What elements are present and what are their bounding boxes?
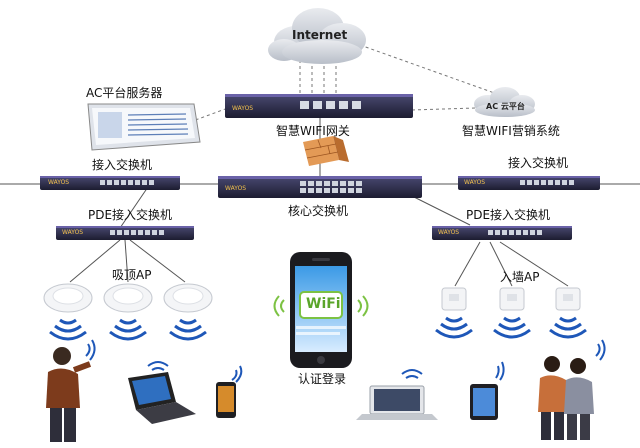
pde-ap2-link <box>124 239 129 283</box>
pde-wallap3-link <box>499 241 569 287</box>
access-switch-left-label: 接入交换机 <box>92 158 153 172</box>
pde-switch-left-device <box>56 226 194 240</box>
access-right-brand-label: WAYOS <box>464 179 486 186</box>
ceiling-ap-2 <box>103 283 153 313</box>
access-switch-right-device <box>458 176 600 190</box>
macbook-signal <box>401 369 423 379</box>
ceiling-ap-waves <box>49 318 207 341</box>
pde-ap1-link <box>69 239 121 283</box>
pde-wallap1-link <box>454 241 481 287</box>
smartphone-auth <box>273 252 369 368</box>
ac-cloud-label: AC 云平台 <box>486 102 525 111</box>
ac-cloud-platform <box>474 87 535 117</box>
mobile-phone-signal <box>231 365 243 383</box>
pde-switch-right-device <box>432 226 572 240</box>
wall-ap-label: 入墙AP <box>500 270 540 284</box>
mobile-phone-icon <box>216 382 236 418</box>
person-left-signal <box>85 339 96 361</box>
auth-login-label: 认证登录 <box>298 372 347 386</box>
pde-ap3-link <box>129 239 186 283</box>
gateway-ports <box>300 101 361 109</box>
access-left-brand-label: WAYOS <box>48 179 70 186</box>
internet-label: Internet <box>292 28 348 42</box>
ac-server-label: AC平台服务器 <box>86 86 163 100</box>
core-brand-label: WAYOS <box>225 185 246 192</box>
laptop-signal <box>147 361 169 371</box>
laptop-icon <box>128 372 196 424</box>
internet-cloud <box>268 8 366 64</box>
internet-cloud-dash <box>359 44 501 96</box>
people-with-phones-right <box>538 356 594 440</box>
tablet-icon <box>470 384 498 420</box>
wifi-gateway-label: 智慧WIFI网关 <box>276 124 350 138</box>
core-switch-device: WAYOS <box>218 176 422 198</box>
pde-wallap2-link <box>489 241 513 287</box>
wall-ap-2 <box>499 287 525 311</box>
gateway-brand-label: WAYOS <box>232 105 253 112</box>
ceiling-ap-1 <box>43 283 93 313</box>
macbook-icon <box>356 385 438 420</box>
gw-cloud-dash <box>411 107 476 111</box>
core-switch-label: 核心交换机 <box>288 204 349 218</box>
pde-switch-left-label: PDE接入交换机 <box>88 208 173 222</box>
pde-right-brand-label: WAYOS <box>438 229 460 236</box>
wifi-logo-text: WiFi <box>306 296 341 312</box>
wall-ap-1 <box>441 287 467 311</box>
ceiling-ap-label: 吸顶AP <box>112 268 152 282</box>
firewall-icon <box>303 136 349 166</box>
access-switch-left-device <box>40 176 180 190</box>
access-switch-right-label: 接入交换机 <box>508 156 569 170</box>
wifi-marketing-label: 智慧WIFI营销系统 <box>462 124 560 138</box>
pde-left-brand-label: WAYOS <box>62 229 84 236</box>
person-with-phone-left <box>46 347 92 442</box>
ac-server-monitor <box>87 103 201 151</box>
core-pde-left-link <box>119 183 151 229</box>
tablet-signal <box>495 361 505 381</box>
wall-ap-3 <box>555 287 581 311</box>
people-right-signal <box>595 339 606 361</box>
core-ports <box>300 181 362 193</box>
pde-switch-right-label: PDE接入交换机 <box>466 208 551 222</box>
wall-ap-waves <box>435 316 587 339</box>
wifi-gateway-device: WAYOS <box>225 94 413 118</box>
ceiling-ap-3 <box>163 283 213 313</box>
